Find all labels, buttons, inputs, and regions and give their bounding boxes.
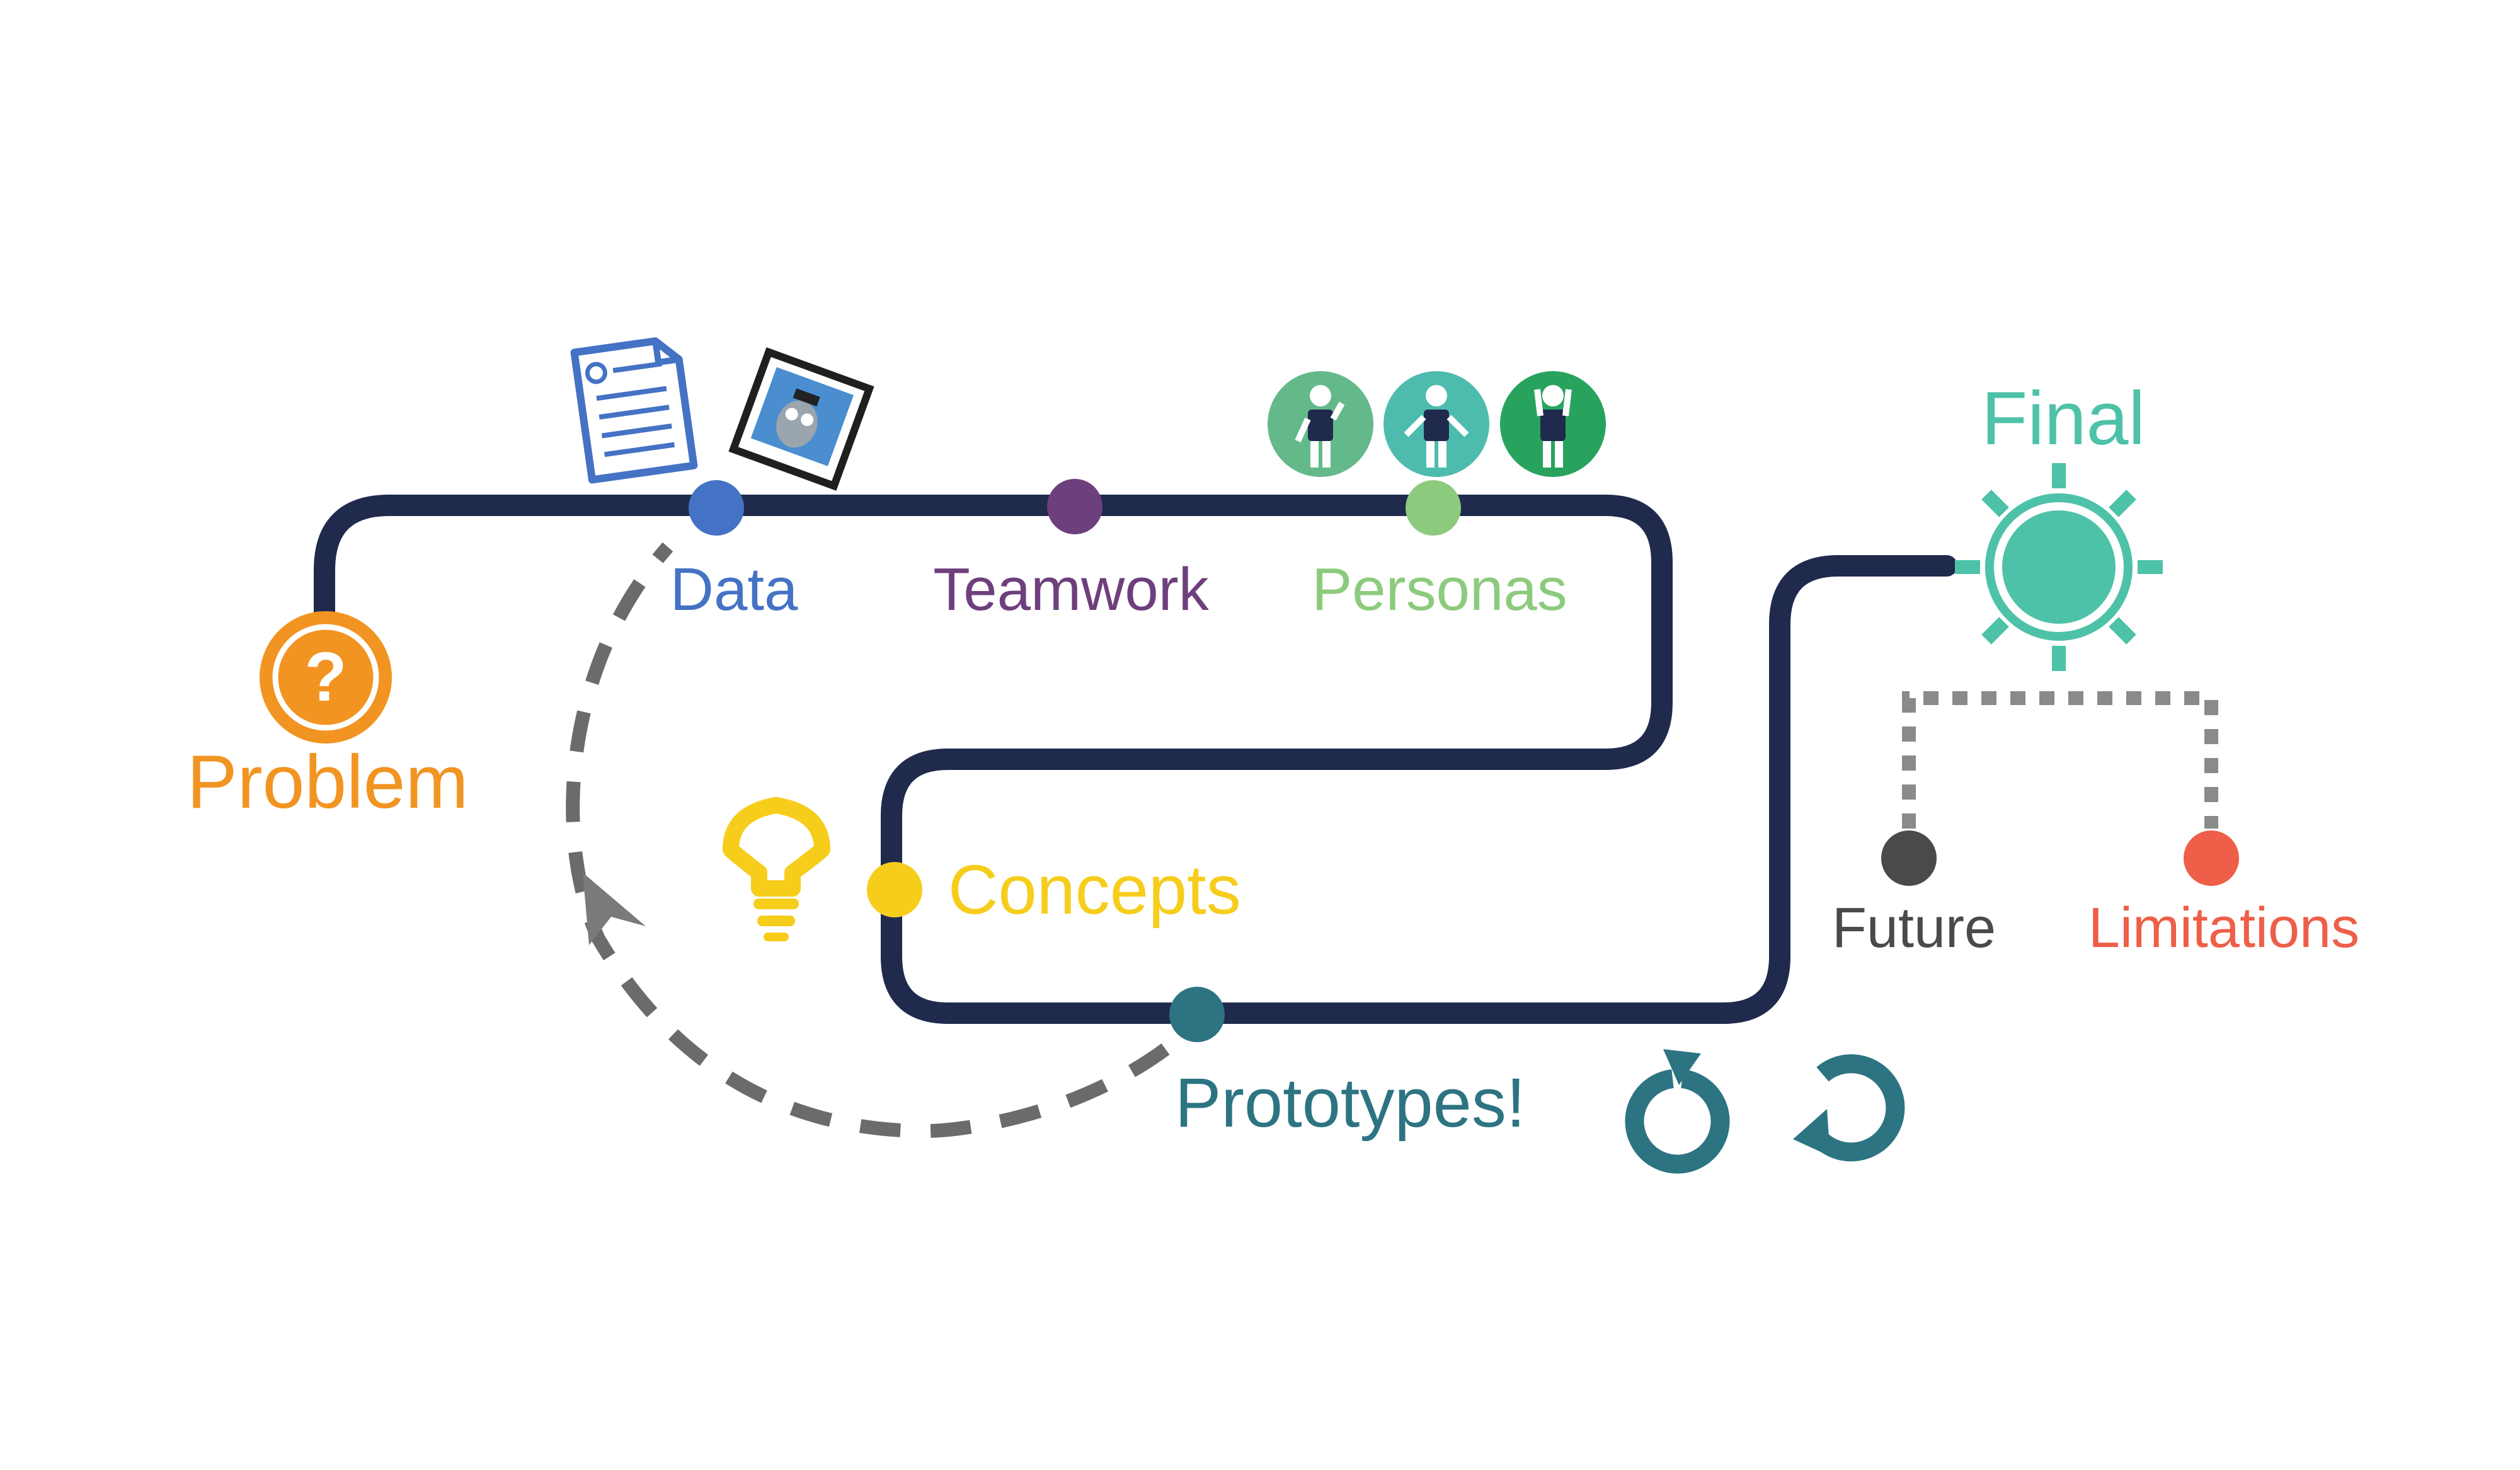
persona-questioning-icon [1383, 371, 1489, 477]
limitations-label: Limitations [2088, 897, 2359, 960]
future-label: Future [1832, 897, 1996, 960]
problem-label: Problem [187, 740, 469, 824]
outcome-branch [1902, 691, 2218, 829]
data-node [689, 480, 744, 536]
future-node [1881, 830, 1937, 886]
final-label: Final [1981, 376, 2145, 461]
photo-icon [728, 347, 874, 491]
prototypes-label: Prototypes! [1175, 1064, 1525, 1142]
question-mark-icon: ? [304, 638, 346, 716]
feedback-loop-arrowhead [583, 873, 646, 945]
sun-icon [1955, 463, 2163, 671]
lightbulb-icon [723, 797, 830, 941]
teamwork-node [1047, 479, 1102, 534]
rotate-icon [1793, 1054, 1905, 1162]
feedback-loop-path [566, 542, 1170, 1139]
personas-label: Personas [1312, 556, 1567, 623]
problem-node: ? [260, 611, 392, 744]
process-path [314, 495, 1957, 1024]
concepts-label: Concepts [948, 851, 1241, 929]
limitations-node [2184, 830, 2239, 886]
concepts-node [867, 862, 922, 917]
refresh-icon [1625, 1049, 1730, 1174]
personas-node [1406, 480, 1461, 536]
data-label: Data [670, 556, 798, 623]
persona-thinking-icon [1268, 371, 1373, 477]
prototypes-node [1169, 987, 1225, 1042]
document-icon [570, 337, 698, 484]
persona-frustrated-icon [1500, 371, 1606, 477]
teamwork-label: Teamwork [933, 556, 1209, 623]
